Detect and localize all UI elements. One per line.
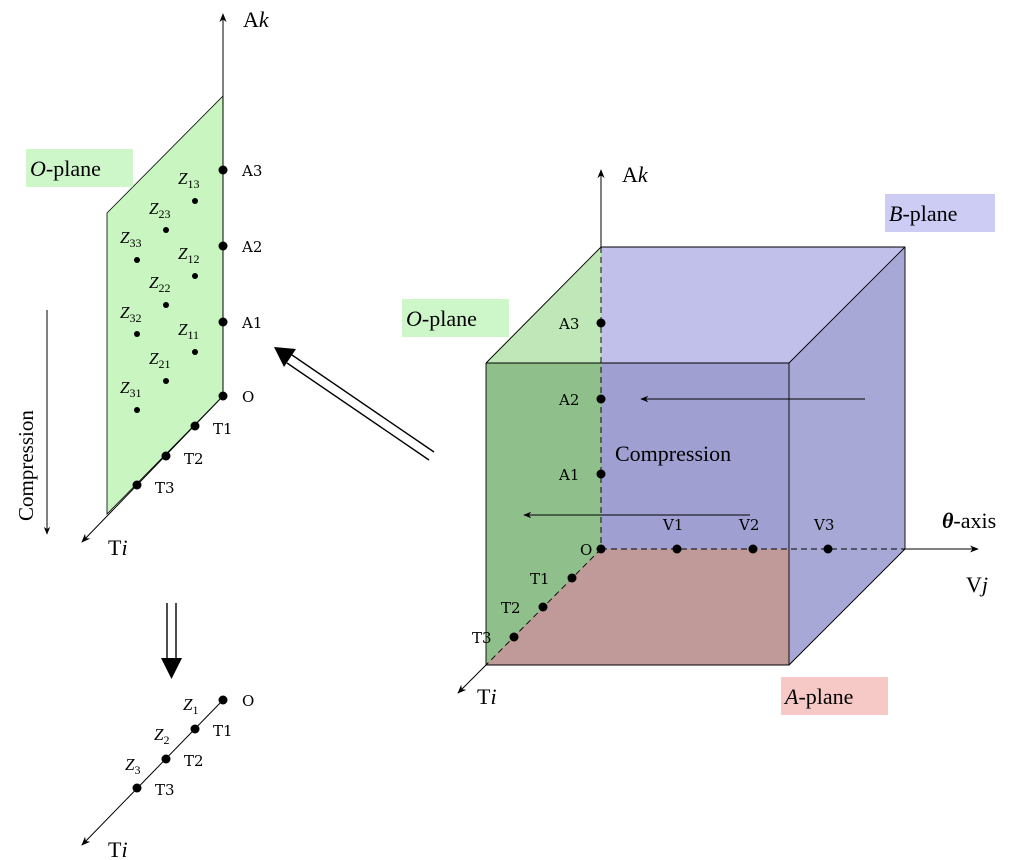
cube-front-bottom — [486, 549, 789, 665]
left-point-z12 — [192, 273, 198, 279]
cube-label-t1: T1 — [530, 570, 550, 588]
cube-label-a2: A2 — [558, 391, 579, 409]
left-label-o: O — [242, 388, 254, 406]
left-label-z31: Z31 — [120, 378, 141, 400]
left-point-o — [218, 391, 228, 401]
cube-point-v1 — [672, 544, 682, 554]
left-o-plane-label: O-plane — [30, 156, 101, 181]
bottom-point-t2 — [161, 754, 171, 764]
left-point-z23 — [163, 227, 169, 233]
left-label-t3: T3 — [155, 479, 175, 497]
left-label-a1: A1 — [241, 314, 262, 332]
cube-label-o: O — [580, 541, 592, 559]
cube-b-plane-label: B-plane — [889, 201, 957, 226]
cube-point-t2 — [538, 602, 548, 612]
bottom-label-o: O — [242, 692, 254, 710]
cube-panel: Ak Vj Ti θ-axis O-plane B-plane A-plane … — [402, 162, 996, 715]
cube-label-a3: A3 — [558, 315, 579, 333]
cube-point-o — [596, 544, 606, 554]
cube-a-plane-label: A-plane — [783, 684, 853, 709]
bottom-label-t1: T1 — [213, 722, 233, 740]
left-point-a2 — [218, 241, 228, 251]
left-point-z31 — [134, 407, 140, 413]
bottom-label-z3: Z3 — [125, 755, 140, 777]
left-label-z22: Z22 — [149, 273, 170, 295]
left-label-z33: Z33 — [120, 228, 141, 250]
bottom-label-t3: T3 — [155, 781, 175, 799]
left-axis-bottom-label: Ti — [108, 535, 128, 560]
left-point-z33 — [134, 257, 140, 263]
bottom-panel: O T1 T2 T3 Z1 Z2 Z3 Ti — [81, 692, 254, 860]
cube-label-a1: A1 — [558, 466, 579, 484]
left-label-z32: Z32 — [120, 303, 141, 325]
left-point-z11 — [192, 349, 198, 355]
left-point-z13 — [192, 198, 198, 204]
left-point-t3 — [132, 480, 142, 490]
diagonal-double-arrow — [274, 347, 435, 461]
left-axis-top-label: Ak — [243, 7, 270, 32]
cube-axis-bottom-label: Ti — [477, 684, 497, 709]
cube-b-plane-label-bg — [885, 194, 995, 232]
cube-label-v3: V3 — [813, 516, 834, 534]
left-t-axis — [81, 395, 224, 543]
left-point-a3 — [218, 165, 228, 175]
cube-label-v1: V1 — [662, 516, 683, 534]
left-label-z12: Z12 — [178, 244, 199, 266]
cube-point-t1 — [567, 573, 577, 583]
left-point-t2 — [161, 451, 171, 461]
left-point-t1 — [190, 421, 200, 431]
cube-point-a2 — [596, 394, 606, 404]
cube-point-a1 — [596, 469, 606, 479]
bottom-axis-label: Ti — [108, 837, 128, 860]
left-panel: Ak Ti O-plane A3 A2 A1 O T1 T2 T3 Z13 Z2… — [14, 7, 270, 679]
left-label-t2: T2 — [184, 450, 204, 468]
left-label-a3: A3 — [241, 162, 262, 180]
left-o-plane-label-bg — [26, 149, 133, 187]
cube-compression-label: Compression — [615, 441, 731, 466]
cube-theta-axis-label: θ-axis — [942, 508, 996, 533]
cube-o-plane-label-bg — [402, 299, 509, 337]
bottom-t-axis — [81, 699, 224, 846]
cube-label-t2: T2 — [501, 599, 521, 617]
cube-o-plane-label: O-plane — [406, 306, 477, 331]
left-label-t1: T1 — [213, 420, 233, 438]
bottom-point-o — [218, 695, 228, 705]
cube-label-t3: T3 — [472, 629, 492, 647]
bottom-point-t1 — [190, 724, 200, 734]
cube-point-v2 — [748, 544, 758, 554]
cube-o-plane-lower — [486, 363, 601, 665]
left-point-z21 — [163, 378, 169, 384]
cube-axis-top-label: Ak — [622, 162, 649, 187]
left-label-z13: Z13 — [178, 169, 199, 191]
left-point-a1 — [218, 317, 228, 327]
left-point-z32 — [134, 331, 140, 337]
cube-point-a3 — [596, 318, 606, 328]
left-label-z23: Z23 — [149, 199, 170, 221]
cube-point-v3 — [823, 544, 833, 554]
left-label-z11: Z11 — [178, 320, 199, 342]
left-point-z22 — [163, 302, 169, 308]
cube-axis-right-label: Vj — [966, 572, 988, 597]
left-compression-label: Compression — [14, 410, 38, 521]
bottom-point-t3 — [132, 783, 142, 793]
double-down-arrow — [161, 603, 182, 679]
cube-label-v2: V2 — [738, 516, 759, 534]
left-label-z21: Z21 — [149, 349, 170, 371]
cube-a-plane-label-bg — [781, 677, 888, 715]
bottom-label-z1: Z1 — [183, 695, 198, 717]
cube-point-t3 — [509, 632, 519, 642]
bottom-label-t2: T2 — [184, 752, 204, 770]
bottom-label-z2: Z2 — [154, 725, 169, 747]
cube-t-axis — [457, 664, 487, 694]
cube-b-plane-right — [789, 247, 905, 665]
left-label-a2: A2 — [241, 238, 262, 256]
